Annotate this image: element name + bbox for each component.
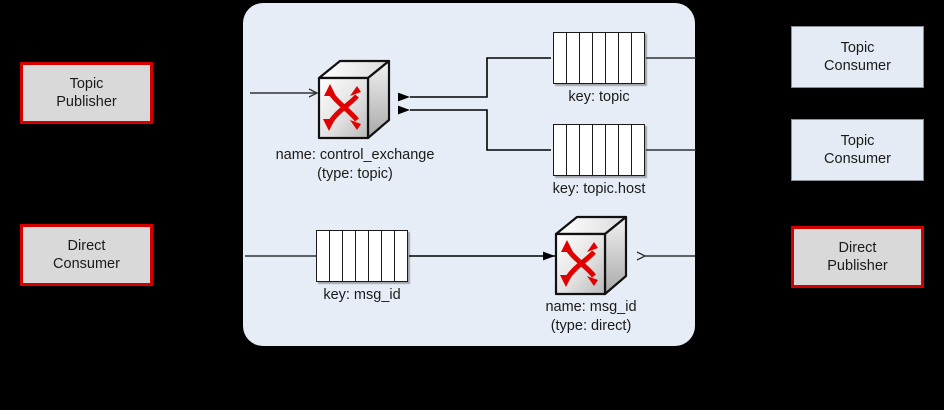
queue-cell: [580, 33, 593, 83]
direct-consumer-box[interactable]: Direct Consumer: [20, 224, 153, 286]
msg-id-exchange-caption: name: msg_id (type: direct): [491, 298, 691, 336]
topic-publisher-box[interactable]: Topic Publisher: [20, 62, 153, 124]
queue-cell: [395, 231, 407, 281]
queue-cell: [606, 125, 619, 175]
queue-cell: [369, 231, 382, 281]
topic-publisher-label-line1: Topic: [69, 75, 104, 92]
direct-consumer-label-line1: Direct: [67, 237, 106, 254]
queue-cell: [619, 33, 632, 83]
queue-cell: [632, 125, 644, 175]
msg-id-exchange-type: (type: direct): [550, 317, 632, 334]
msg-id-exchange-name: name: msg_id: [545, 299, 637, 315]
control-exchange-type: (type: topic): [317, 165, 393, 182]
queue-topic-host-label: key: topic.host: [552, 181, 646, 197]
queue-cell: [330, 231, 343, 281]
queue-cell: [593, 125, 606, 175]
queue-cell: [343, 231, 356, 281]
queue-cell: [567, 125, 580, 175]
queue-topic[interactable]: [553, 32, 645, 84]
direct-publisher-box[interactable]: Direct Publisher: [791, 226, 924, 288]
queue-cell: [606, 33, 619, 83]
topic-consumer-1-label-line1: Topic: [840, 39, 875, 56]
queue-cell: [554, 125, 567, 175]
queue-cell: [317, 231, 330, 281]
topic-consumer-box-1[interactable]: Topic Consumer: [791, 26, 924, 88]
control-exchange-name: name: control_exchange: [275, 147, 435, 163]
topic-publisher-label-line2: Publisher: [56, 94, 117, 110]
queue-msg-id-label: key: msg_id: [323, 287, 401, 303]
direct-publisher-label-line2: Publisher: [827, 258, 888, 274]
queue-cell: [619, 125, 632, 175]
queue-topic-label: key: topic: [568, 89, 630, 105]
topic-consumer-1-label-line2: Consumer: [824, 58, 891, 74]
queue-cell: [580, 125, 593, 175]
queue-cell: [382, 231, 395, 281]
queue-topic-host[interactable]: [553, 124, 645, 176]
queue-msg-id[interactable]: [316, 230, 408, 282]
exchange-cube-icon-msgid[interactable]: [553, 214, 629, 298]
queue-cell: [632, 33, 644, 83]
topic-consumer-2-label-line1: Topic: [840, 132, 875, 149]
direct-publisher-label-line1: Direct: [838, 239, 877, 256]
topic-consumer-2-label-line2: Consumer: [824, 151, 891, 167]
queue-cell: [356, 231, 369, 281]
queue-cell: [593, 33, 606, 83]
direct-consumer-label-line2: Consumer: [53, 256, 120, 272]
exchange-cube-icon-control[interactable]: [316, 58, 392, 142]
queue-cell: [567, 33, 580, 83]
control-exchange-caption: name: control_exchange (type: topic): [255, 146, 455, 184]
queue-cell: [554, 33, 567, 83]
topic-consumer-box-2[interactable]: Topic Consumer: [791, 119, 924, 181]
